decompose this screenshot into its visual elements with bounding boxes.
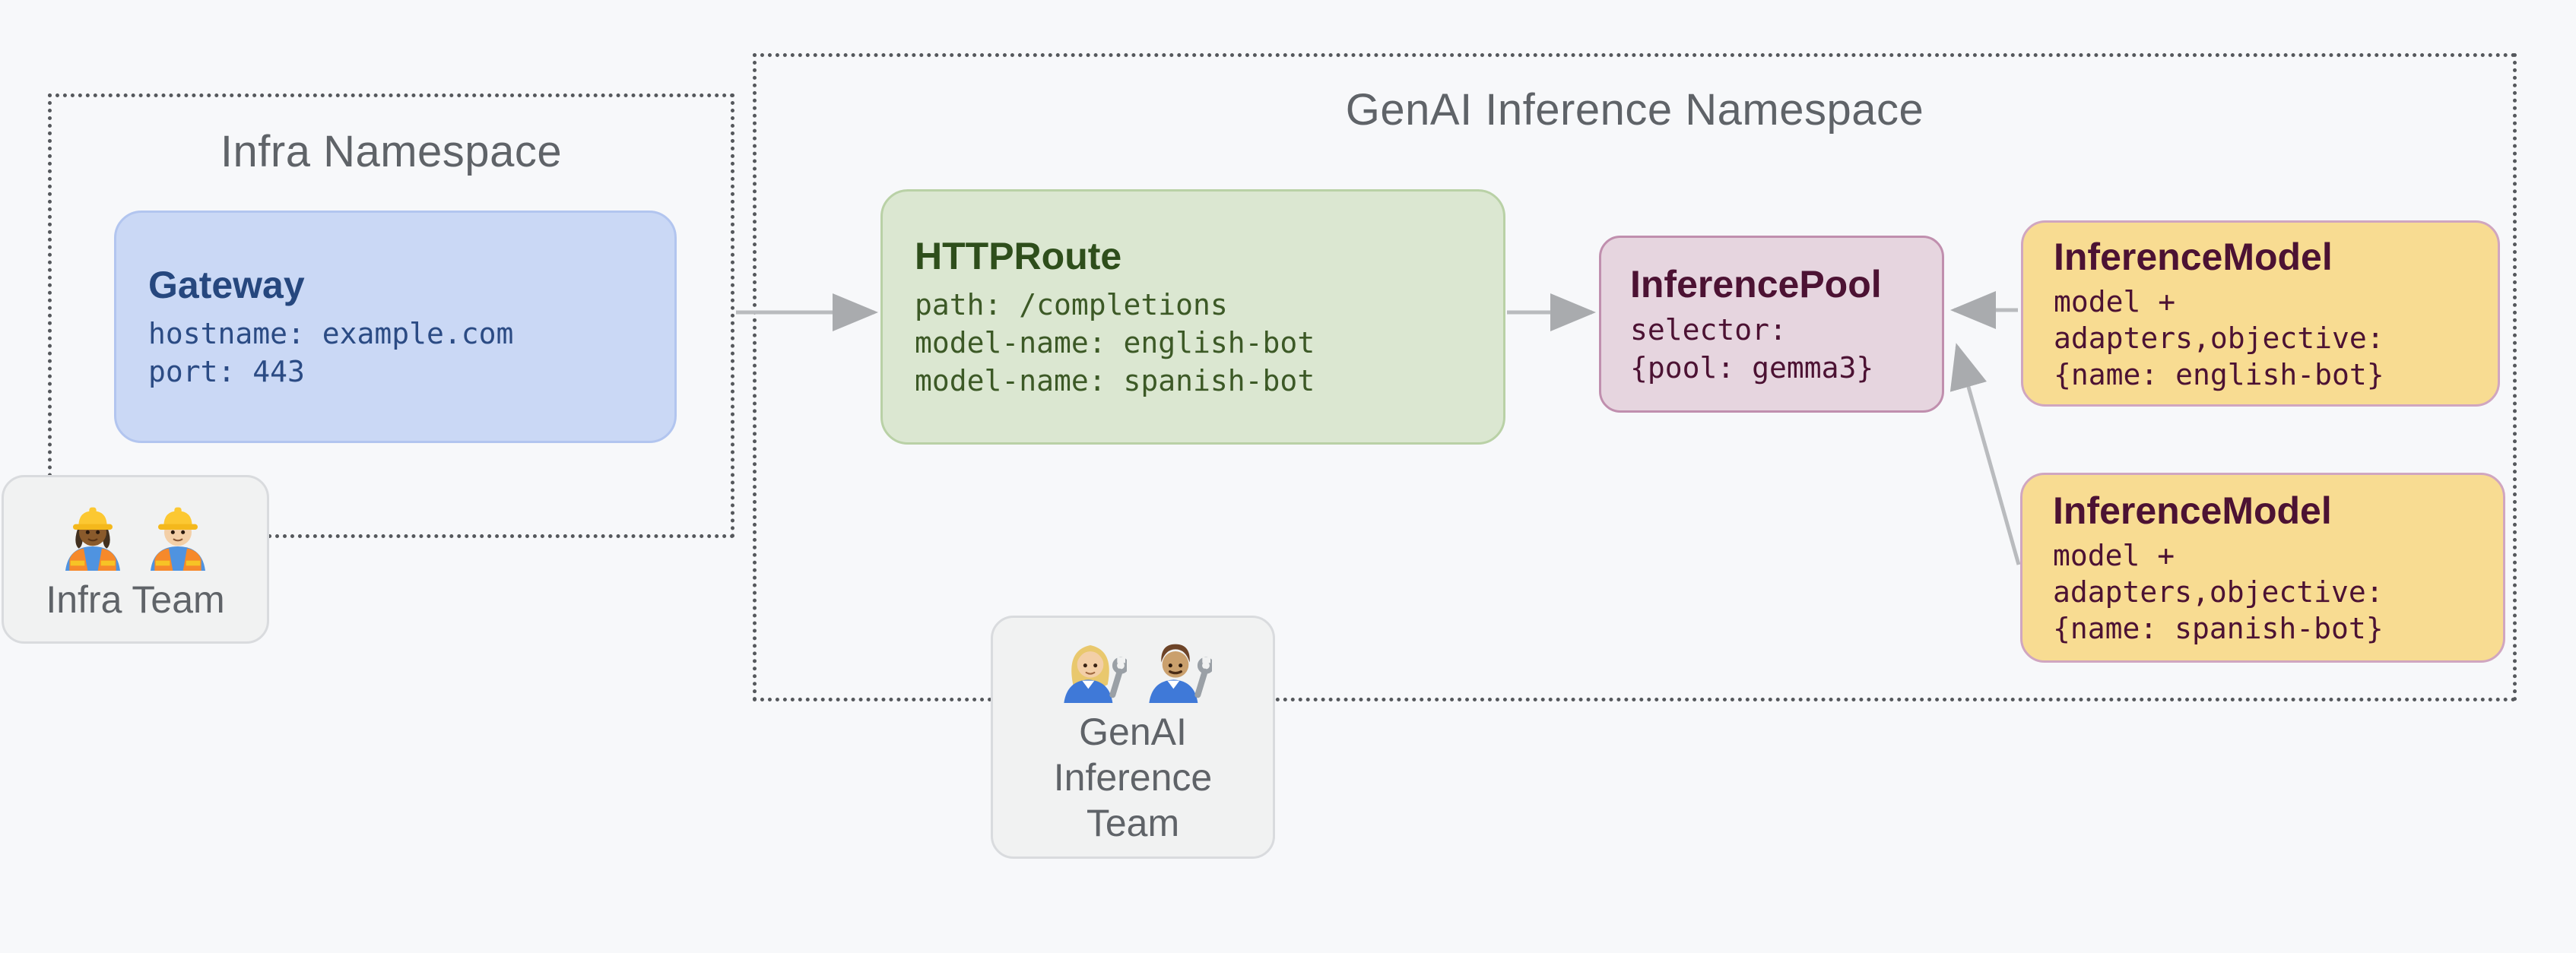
inferencemodel-spanish-model-line: model + bbox=[2053, 539, 2175, 572]
genai-namespace-title: GenAI Inference Namespace bbox=[1345, 85, 1924, 135]
inferencemodel-english-title: InferenceModel bbox=[2054, 235, 2333, 278]
man-mechanic-icon bbox=[1149, 644, 1212, 703]
inferencemodel-spanish-node: InferenceModel model + adapters,objectiv… bbox=[2020, 473, 2505, 663]
infra-team-emoji-row bbox=[56, 496, 214, 572]
infra-namespace-title: Infra Namespace bbox=[220, 127, 563, 176]
infra-namespace-box: Infra Namespace bbox=[48, 93, 734, 538]
httproute-node: HTTPRoute path: /completions model-name:… bbox=[880, 189, 1505, 445]
inferencemodel-spanish-adapters-line: adapters,objective: bbox=[2053, 575, 2384, 609]
inferencepool-node-title: InferencePool bbox=[1630, 262, 1882, 306]
inferencemodel-spanish-title: InferenceModel bbox=[2053, 489, 2332, 532]
gateway-node-title: Gateway bbox=[148, 264, 305, 306]
infra-team-label: Infra Team bbox=[46, 578, 225, 621]
genai-team-emoji-row bbox=[1054, 628, 1212, 704]
genai-namespace-box: GenAI Inference Namespace bbox=[753, 53, 2517, 701]
inferencepool-pool-line: {pool: gemma3} bbox=[1630, 350, 1874, 385]
gateway-port-line: port: 443 bbox=[148, 355, 305, 388]
man-construction-worker-icon bbox=[151, 507, 205, 571]
inferencemodel-english-name-line: {name: english-bot} bbox=[2054, 357, 2384, 391]
woman-mechanic-icon bbox=[1064, 645, 1127, 703]
arrow-inferencemodel-spanish-to-inferencepool bbox=[1949, 343, 2021, 565]
gateway-hostname-line: hostname: example.com bbox=[148, 317, 514, 350]
infra-team-box: Infra Team bbox=[2, 475, 269, 644]
httproute-node-title: HTTPRoute bbox=[915, 235, 1122, 277]
inferencemodel-english-adapters-line: adapters,objective: bbox=[2054, 321, 2384, 355]
inferencepool-node: InferencePool selector: {pool: gemma3} bbox=[1599, 236, 1944, 413]
genai-team-label: GenAI Inference Team bbox=[1053, 711, 1213, 844]
gateway-node: Gateway hostname: example.com port: 443 bbox=[114, 211, 677, 443]
inferencemodel-spanish-name-line: {name: spanish-bot} bbox=[2053, 612, 2384, 645]
httproute-model-english-line: model-name: english-bot bbox=[915, 326, 1315, 359]
httproute-path-line: path: /completions bbox=[915, 288, 1228, 321]
woman-construction-worker-icon bbox=[65, 507, 120, 571]
inferencemodel-english-model-line: model + bbox=[2054, 284, 2176, 318]
inferencepool-selector-line: selector: bbox=[1630, 312, 1787, 347]
inferencemodel-english-node: InferenceModel model + adapters,objectiv… bbox=[2021, 220, 2500, 407]
httproute-model-spanish-line: model-name: spanish-bot bbox=[915, 364, 1315, 397]
genai-team-box: GenAI Inference Team bbox=[991, 616, 1275, 859]
